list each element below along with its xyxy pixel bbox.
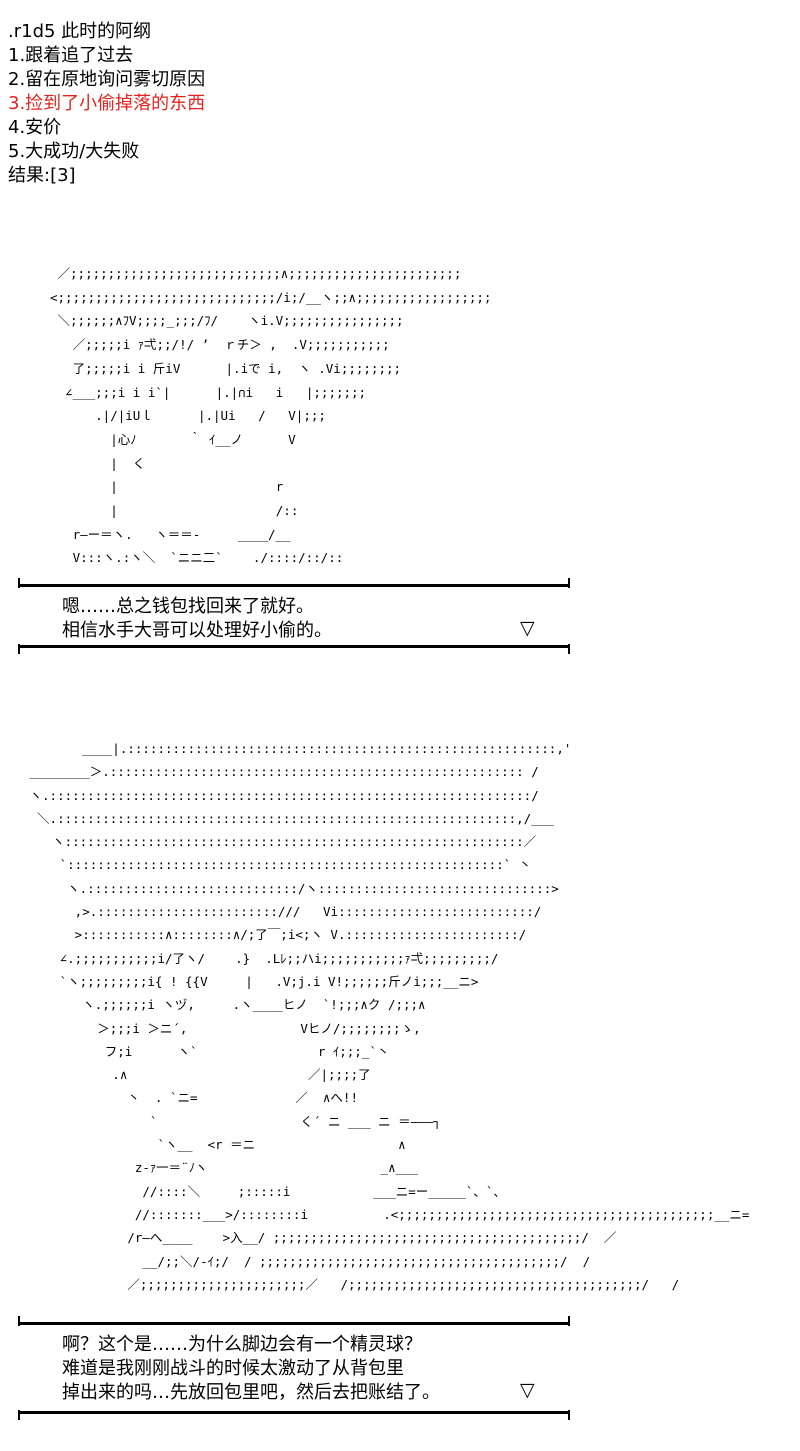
ascii-art-character-face: ／;;;;;;;;;;;;;;;;;;;;;;;;;;;;∧;;;;;;;;;;… — [50, 266, 492, 566]
header-line-option-3-selected: 3.捡到了小偷掉落的东西 — [8, 93, 206, 114]
dialog-corner-tick — [18, 578, 20, 588]
dialog-corner-tick — [18, 644, 20, 654]
header-line-option-2: 2.留在原地询问雾切原因 — [8, 69, 206, 90]
dialog-corner-tick — [568, 1316, 570, 1326]
next-triangle-icon: ▽ — [520, 617, 535, 639]
dialog-line: 掉出来的吗…先放回包里吧，然后去把账结了。 — [62, 1382, 440, 1403]
header-text-block: .r1d5 此时的阿纲 1.跟着追了过去 2.留在原地询问雾切原因 3.捡到了小… — [8, 20, 205, 188]
dialog-corner-tick — [18, 1410, 20, 1420]
dialog-corner-tick — [18, 1316, 20, 1326]
ascii-art-character-surprised: ____|.::::::::::::::::::::::::::::::::::… — [29, 741, 750, 1292]
header-line-option-4: 4.安价 — [8, 117, 62, 138]
header-line-roll: .r1d5 此时的阿纲 — [8, 21, 152, 42]
dialog-line: 嗯……总之钱包找回来了就好。 — [62, 596, 314, 617]
dialog-text: 啊？这个是……为什么脚边会有一个精灵球？ 难道是我刚刚战斗的时候太激动了从背包里… — [62, 1333, 440, 1405]
dialog-box-2: 啊？这个是……为什么脚边会有一个精灵球？ 难道是我刚刚战斗的时候太激动了从背包里… — [18, 1316, 570, 1420]
header-line-option-1: 1.跟着追了过去 — [8, 45, 134, 66]
dialog-corner-tick — [568, 578, 570, 588]
dialog-text: 嗯……总之钱包找回来了就好。 相信水手大哥可以处理好小偷的。 — [62, 595, 332, 643]
header-line-option-5: 5.大成功/大失败 — [8, 141, 140, 162]
header-line-result: 结果:[3] — [8, 165, 76, 186]
next-triangle-icon: ▽ — [520, 1379, 535, 1401]
dialog-bottom-border — [18, 1411, 570, 1414]
dialog-corner-tick — [568, 644, 570, 654]
dialog-bottom-border — [18, 645, 570, 648]
dialog-line: 难道是我刚刚战斗的时候太激动了从背包里 — [62, 1358, 404, 1379]
dialog-line: 啊？这个是……为什么脚边会有一个精灵球？ — [62, 1334, 422, 1355]
dialog-top-border — [18, 1322, 570, 1325]
dialog-top-border — [18, 584, 570, 587]
dialog-line: 相信水手大哥可以处理好小偷的。 — [62, 620, 332, 641]
dialog-box-1: 嗯……总之钱包找回来了就好。 相信水手大哥可以处理好小偷的。 ▽ — [18, 578, 570, 654]
dialog-corner-tick — [568, 1410, 570, 1420]
